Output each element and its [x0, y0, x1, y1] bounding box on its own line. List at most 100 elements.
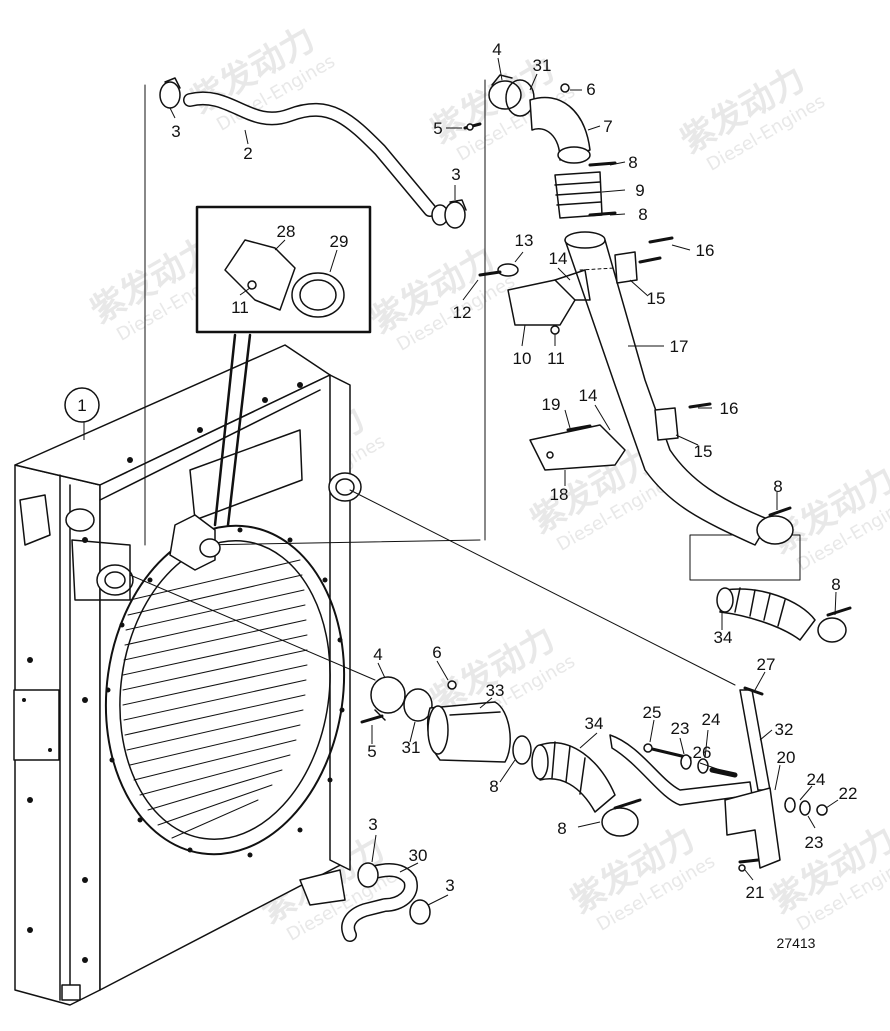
radiator-outlet-left — [96, 564, 134, 596]
radiator-side-plate — [329, 374, 351, 871]
ring-31-upper — [505, 79, 535, 117]
bracket-13 — [497, 263, 519, 277]
part-label: 11 — [231, 298, 249, 317]
part-label: 16 — [696, 241, 715, 260]
radiator-side-bracket — [13, 689, 60, 761]
part-label: 3 — [368, 815, 377, 834]
fan-shroud-inner-ring — [119, 540, 331, 840]
part-label: 17 — [670, 337, 689, 356]
clamp-8-pipe-end — [756, 506, 794, 545]
part-label: 8 — [638, 205, 647, 224]
fan-shroud-ring — [104, 524, 346, 856]
part-label: 27 — [757, 655, 776, 674]
part-label: 3 — [451, 165, 460, 184]
bolt-27 — [743, 686, 764, 696]
nut-6-upper — [560, 83, 570, 93]
pipe-33 — [427, 701, 511, 763]
nut-22 — [816, 804, 828, 816]
part-label: 21 — [746, 883, 765, 902]
part-label: 34 — [585, 714, 604, 733]
bolt-5-upper — [463, 122, 482, 131]
radiator-top-bracket — [19, 494, 51, 546]
part-label: 5 — [367, 742, 376, 761]
clamps-8-upper — [588, 161, 617, 217]
leader-lines — [83, 57, 839, 906]
part-label: 30 — [409, 846, 428, 865]
part-label: 33 — [486, 681, 505, 700]
clamp-8-lower — [601, 798, 642, 837]
radiator-upper-inlet — [65, 508, 95, 532]
fan-bracket-on-radiator — [169, 514, 221, 571]
stay-32 — [609, 689, 771, 806]
nut-6-lower — [447, 680, 457, 690]
part-label: 4 — [373, 645, 382, 664]
part-label: 15 — [694, 442, 713, 461]
part-label: 23 — [671, 719, 690, 738]
reference-label: 1 — [77, 396, 86, 415]
part-label: 16 — [720, 399, 739, 418]
sleeve-9 — [554, 171, 603, 219]
part-label: 13 — [515, 231, 534, 250]
clamp-4-lower — [370, 676, 406, 721]
bracket-18 — [529, 424, 626, 471]
part-label: 24 — [702, 710, 721, 729]
part-label: 19 — [542, 395, 561, 414]
part-label: 31 — [402, 738, 421, 757]
radiator-assembly — [13, 344, 362, 1006]
reference-lines — [129, 79, 801, 686]
clip-15-upper — [614, 251, 638, 284]
spacer-26 — [709, 767, 738, 778]
radiator-fins — [122, 559, 308, 839]
clamp-4-upper — [488, 74, 522, 110]
part-label: 8 — [557, 819, 566, 838]
part-label: 18 — [550, 485, 569, 504]
radiator-lower-outlet — [299, 869, 346, 906]
hose-34-upper — [716, 587, 816, 641]
bracket-10 — [507, 269, 591, 326]
part-label: 6 — [432, 643, 441, 662]
assembly-reference-callout: 1 — [64, 387, 100, 423]
hose-34-lower — [531, 741, 616, 813]
part-label: 22 — [839, 784, 858, 803]
hose-clamp — [444, 199, 467, 229]
part-label: 28 — [277, 222, 296, 241]
ring-31-lower — [403, 688, 433, 722]
hose-clamp-lower-2 — [409, 899, 431, 925]
hose-clamp — [159, 77, 181, 109]
part-label: 9 — [635, 181, 644, 200]
part-label: 34 — [714, 628, 733, 647]
part-label: 14 — [579, 386, 598, 405]
part-label: 20 — [777, 748, 796, 767]
part-label: 29 — [330, 232, 349, 251]
radiator-outlet-right — [328, 472, 362, 502]
part-label: 12 — [453, 303, 472, 322]
part-label: 6 — [586, 80, 595, 99]
part-label: 14 — [549, 249, 568, 268]
part-label: 23 — [805, 833, 824, 852]
bolt-21 — [738, 858, 760, 872]
part-label: 3 — [445, 876, 454, 895]
part-label: 8 — [489, 777, 498, 796]
bolts-16-12-11 — [478, 236, 712, 432]
part-label: 7 — [603, 117, 612, 136]
bolt-5-lower — [360, 714, 384, 724]
bracket-20 — [724, 787, 781, 869]
part-label: 26 — [693, 743, 712, 762]
part-labels: 3 2 4 31 6 5 7 8 9 8 3 28 29 11 13 14 16… — [171, 40, 857, 902]
part-label: 15 — [647, 289, 666, 308]
part-label: 4 — [492, 40, 501, 59]
part-label: 32 — [775, 720, 794, 739]
drawing-number: 27413 — [777, 935, 816, 951]
lower-hose-30 — [341, 863, 418, 942]
clip-15-lower — [654, 407, 679, 441]
inset-detail-box — [195, 205, 372, 527]
part-label: 31 — [533, 56, 552, 75]
part-label: 25 — [643, 703, 662, 722]
washers-23-24 — [680, 754, 811, 816]
hose-clamp-lower-1 — [357, 862, 379, 888]
clamp-8-right — [817, 606, 852, 643]
clamp-8-pipe-33 — [512, 735, 532, 765]
part-label: 5 — [433, 119, 442, 138]
elbow-7 — [529, 96, 591, 164]
